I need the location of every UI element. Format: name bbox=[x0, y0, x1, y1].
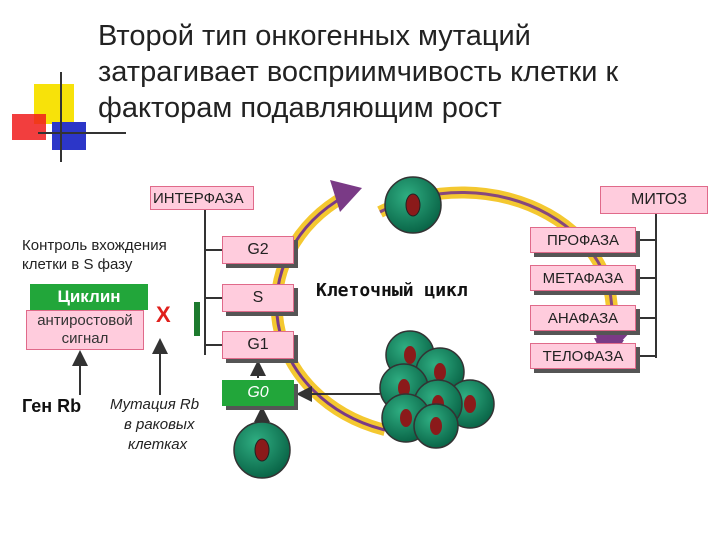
checkpoint-bar bbox=[194, 302, 200, 336]
cell-cluster bbox=[379, 330, 495, 449]
antigrowth-line-2: сигнал bbox=[61, 330, 109, 347]
stage-metaphase-label: МЕТАФАЗА bbox=[542, 269, 624, 287]
stage-telophase: ТЕЛОФАЗА bbox=[530, 343, 636, 369]
control-text-line-2: клетки в S фазу bbox=[22, 256, 133, 273]
cyclin-box: Циклин bbox=[30, 284, 148, 310]
stage-metaphase: МЕТАФАЗА bbox=[530, 265, 636, 291]
control-text-line-1: Контроль вхождения bbox=[22, 237, 167, 254]
cyclin-title: Циклин bbox=[57, 287, 121, 306]
mitosis-box: МИТОЗ bbox=[600, 186, 708, 214]
title-line-3: факторам подавляющим рост bbox=[98, 92, 502, 124]
phase-s-label: S bbox=[252, 289, 264, 306]
cycle-arrowhead-top bbox=[330, 180, 362, 212]
gene-rb-label: Ген Rb bbox=[22, 396, 82, 416]
decor-blue-square bbox=[52, 122, 86, 150]
interphase-label: ИНТЕРФАЗА bbox=[153, 189, 244, 207]
stage-anaphase-label: АНАФАЗА bbox=[547, 309, 619, 327]
cell-cycle-label: Клеточный цикл bbox=[316, 280, 468, 301]
mutation-line-2: в раковых bbox=[124, 416, 195, 433]
nucleus-g0 bbox=[254, 438, 270, 462]
block-mark: X bbox=[156, 302, 171, 327]
phase-g2-box: G2 bbox=[222, 236, 294, 264]
mutation-line-3: клетках bbox=[128, 436, 188, 453]
title-line-2: затрагивает восприимчивость клетки к bbox=[98, 56, 619, 88]
phase-g0-label: G0 bbox=[247, 384, 269, 401]
nucleus-top bbox=[405, 193, 421, 217]
stage-telophase-label: ТЕЛОФАЗА bbox=[542, 347, 624, 365]
decor-vertical-line bbox=[60, 72, 62, 162]
antigrowth-line-1: антиростовой bbox=[37, 312, 133, 329]
antigrowth-signal-box: антиростовой сигнал bbox=[26, 310, 144, 350]
mutation-line-1: Мутация Rb bbox=[110, 396, 200, 413]
decor-horizontal-line bbox=[38, 132, 126, 134]
phase-g0-box: G0 bbox=[222, 380, 294, 406]
decor-red-square bbox=[12, 114, 46, 140]
cycle-arrow-lower-outline bbox=[275, 194, 386, 432]
stage-prophase-label: ПРОФАЗА bbox=[546, 231, 620, 249]
mitosis-label: МИТОЗ bbox=[631, 191, 687, 208]
interphase-box: ИНТЕРФАЗА bbox=[150, 186, 254, 210]
phase-g2-label: G2 bbox=[247, 241, 269, 258]
phase-g1-label: G1 bbox=[247, 336, 269, 353]
phase-s-box: S bbox=[222, 284, 294, 312]
page-title: Второй тип онкогенных мутаций затрагивае… bbox=[98, 18, 708, 126]
title-line-1: Второй тип онкогенных мутаций bbox=[98, 20, 531, 52]
phase-g1-box: G1 bbox=[222, 331, 294, 359]
stage-anaphase: АНАФАЗА bbox=[530, 305, 636, 331]
stage-prophase: ПРОФАЗА bbox=[530, 227, 636, 253]
